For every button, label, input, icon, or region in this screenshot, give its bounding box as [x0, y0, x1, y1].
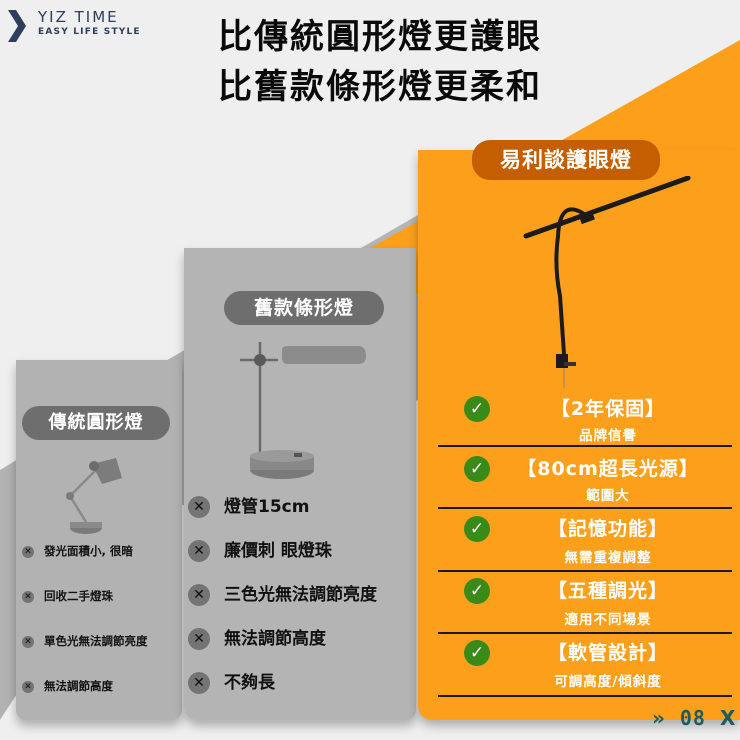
check-icon: ✓: [464, 396, 490, 422]
cross-icon: ✕: [22, 635, 34, 648]
old-bar-con-item: ✕無法調節高度: [188, 624, 326, 650]
feature-divider: [438, 632, 732, 634]
old-bar-con-item: ✕廉價刺 眼燈珠: [188, 536, 332, 562]
desk-lamp-icon: [66, 458, 122, 534]
old-bar-lamp-panel: [184, 248, 416, 720]
brand-logo: YIZ TIME EASY LIFE STYLE: [8, 8, 148, 44]
old-bar-con-item: ✕燈管15cm: [188, 492, 309, 518]
feature-divider: [438, 570, 732, 572]
yiz-lamp-label: 易利談護眼燈: [472, 140, 660, 180]
cross-icon: ✕: [188, 540, 210, 562]
yiz-feature-item: ✓ 【軟管設計】 可調高度/傾斜度: [418, 638, 740, 696]
x-mark-icon: X: [719, 706, 737, 730]
double-chevron-icon: »: [652, 706, 666, 730]
yiz-feature-item: ✓ 【記憶功能】 無需重複調整: [418, 514, 740, 572]
old-bar-lamp-label: 舊款條形燈: [224, 291, 384, 325]
brand-name: YIZ TIME: [38, 8, 119, 26]
bar-lamp-icon: [240, 342, 366, 479]
cross-icon: ✕: [22, 545, 34, 558]
check-icon: ✓: [464, 456, 490, 482]
cross-icon: ✕: [188, 584, 210, 606]
yiz-feature-item: ✓ 【2年保固】 品牌信譽: [418, 394, 740, 452]
check-icon: ✓: [464, 578, 490, 604]
traditional-con-item: ✕單色光無法調節亮度: [22, 633, 148, 649]
yiz-feature-item: ✓ 【五種調光】 適用不同場景: [418, 576, 740, 634]
clamp-monitor-lamp-icon: [523, 176, 691, 388]
headline-line-2: 比舊款條形燈更柔和: [218, 67, 542, 107]
traditional-con-item: ✕回收二手燈珠: [22, 588, 113, 604]
old-bar-con-item: ✕不夠長: [188, 668, 275, 694]
feature-divider: [438, 507, 732, 509]
cross-icon: ✕: [22, 680, 34, 693]
traditional-con-item: ✕無法調節高度: [22, 678, 113, 694]
traditional-lamp-label: 傳統圓形燈: [22, 406, 170, 440]
cross-icon: ✕: [188, 628, 210, 650]
page-number: 08: [679, 706, 706, 730]
yiz-lamp-panel: [418, 150, 740, 720]
check-icon: ✓: [464, 640, 490, 666]
cross-icon: ✕: [188, 672, 210, 694]
brand-tagline: EASY LIFE STYLE: [38, 27, 141, 37]
cross-icon: ✕: [188, 496, 210, 518]
cross-icon: ✕: [22, 590, 34, 603]
check-icon: ✓: [464, 516, 490, 542]
yiz-feature-item: ✓ 【80cm超長光源】 範圍大: [418, 454, 740, 512]
page-indicator: » 08 X: [652, 706, 736, 730]
feature-divider: [438, 695, 732, 697]
traditional-con-item: ✕發光面積小, 很暗: [22, 543, 133, 559]
chevron-right-icon: [8, 10, 26, 42]
old-bar-con-item: ✕三色光無法調節亮度: [188, 580, 377, 606]
feature-divider: [438, 445, 732, 447]
headline-line-1: 比傳統圓形燈更護眼: [218, 17, 542, 57]
